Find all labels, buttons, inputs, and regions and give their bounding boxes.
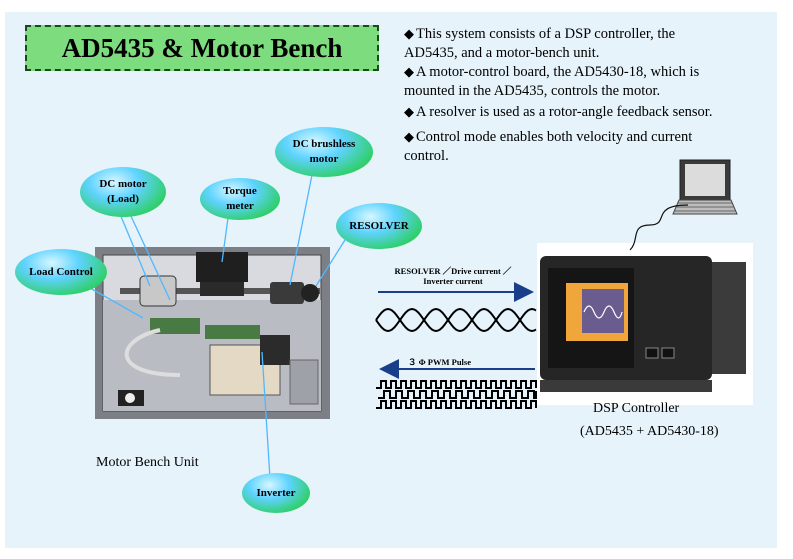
bullet-4: ◆Control mode enables both velocity and … bbox=[404, 127, 776, 166]
bullet-1-line2: AD5435, and a motor-bench unit. bbox=[404, 45, 600, 61]
diamond-bullet-icon: ◆ bbox=[404, 64, 414, 79]
dc-motor-line1: DC motor bbox=[99, 178, 147, 190]
bullet-3: ◆A resolver is used as a rotor-angle fee… bbox=[404, 102, 776, 122]
label-resolver: RESOLVER bbox=[336, 203, 422, 249]
page-title: AD5435 & Motor Bench bbox=[25, 25, 379, 71]
brushless-line1: DC brushless bbox=[292, 138, 356, 150]
torque-line1: Torque bbox=[223, 185, 257, 197]
diamond-bullet-icon: ◆ bbox=[404, 129, 414, 144]
laptop-cable bbox=[629, 204, 689, 251]
pwm-pulse-a bbox=[376, 380, 537, 389]
bullet-3-line1: A resolver is used as a rotor-angle feed… bbox=[416, 104, 713, 120]
caption-dsp-controller: DSP Controller bbox=[593, 401, 680, 416]
label-torque-meter: Torque meter bbox=[200, 178, 280, 220]
brushless-line2: motor bbox=[309, 153, 339, 165]
bullet-4-line2: control. bbox=[404, 148, 449, 164]
signal-top-line2: Inverter current bbox=[423, 276, 483, 286]
pwm-pulse-b bbox=[378, 390, 537, 399]
diamond-bullet-icon: ◆ bbox=[404, 104, 414, 119]
sine-wave-a bbox=[375, 307, 537, 333]
motor-bench-photo bbox=[95, 247, 330, 419]
dsp-controller-unit bbox=[537, 243, 753, 405]
caption-dsp-model: (AD5435 + AD5430-18) bbox=[580, 424, 719, 439]
bullet-2-line2: mounted in the AD5435, controls the moto… bbox=[404, 83, 661, 99]
pwm-pulse-c bbox=[376, 400, 537, 409]
diamond-bullet-icon: ◆ bbox=[404, 26, 414, 41]
signal-label-top: RESOLVER ／Drive current ／ Inverter curre… bbox=[378, 266, 528, 286]
bullet-4-line1: Control mode enables both velocity and c… bbox=[416, 129, 693, 145]
bullet-2: ◆A motor-control board, the AD5430-18, w… bbox=[404, 62, 776, 101]
caption-motor-bench-unit: Motor Bench Unit bbox=[96, 455, 199, 470]
label-dc-brushless-motor: DC brushless motor bbox=[275, 127, 373, 177]
callout-lines bbox=[89, 174, 346, 479]
signal-top-line1: RESOLVER ／Drive current ／ bbox=[394, 266, 512, 276]
bullet-2-line1: A motor-control board, the AD5430-18, wh… bbox=[416, 64, 700, 80]
dc-motor-line2: (Load) bbox=[107, 193, 139, 205]
label-load-control: Load Control bbox=[15, 249, 107, 295]
signal-label-bottom: ３ Φ PWM Pulse bbox=[408, 357, 471, 367]
laptop-icon bbox=[672, 159, 738, 215]
sine-wave-b bbox=[375, 307, 537, 333]
label-inverter: Inverter bbox=[242, 473, 310, 513]
bullet-1: ◆This system consists of a DSP controlle… bbox=[404, 24, 776, 63]
bullet-1-line1: This system consists of a DSP controller… bbox=[416, 26, 676, 42]
label-dc-motor-load: DC motor (Load) bbox=[80, 167, 166, 217]
torque-line2: meter bbox=[226, 200, 254, 212]
